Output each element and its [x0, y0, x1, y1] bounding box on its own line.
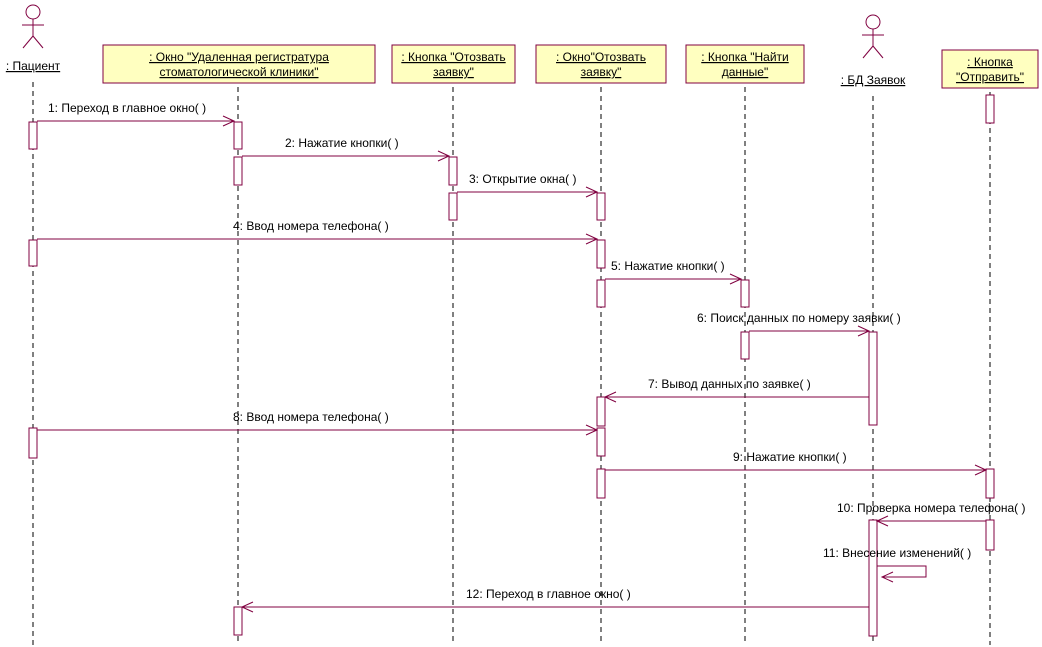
lifeline-label-btn_find: : Кнопка "Найти	[701, 50, 788, 64]
activation-bar	[596, 239, 606, 269]
activation-bar	[740, 331, 750, 360]
activation-bar	[868, 331, 878, 426]
message-arrow-11	[877, 565, 927, 578]
activation-bar	[985, 468, 995, 499]
activation-bar	[448, 192, 458, 221]
actor-label-db: : БД Заявок	[841, 73, 906, 87]
lifeline-label-btn_find: данные"	[722, 65, 769, 79]
arrowhead-icon	[585, 186, 599, 198]
activation-bar	[596, 279, 606, 308]
arrowhead-icon	[875, 515, 889, 527]
actor-leg-icon	[872, 45, 884, 59]
actor-leg-icon	[862, 45, 874, 59]
lifeline-label-btn_withdraw: : Кнопка "Отозвать	[401, 50, 505, 64]
activation-bar	[28, 427, 38, 459]
actor-leg-icon	[22, 35, 34, 49]
activation-bar	[740, 279, 750, 308]
arrowhead-icon	[585, 424, 599, 436]
lifeline-box-btn_find	[685, 44, 805, 84]
activation-bar	[28, 239, 38, 267]
arrowhead-icon	[974, 464, 988, 476]
message-label-11: 11: Внесение изменений( )	[823, 546, 971, 560]
lifeline-box-btn_send	[941, 49, 1039, 89]
arrowhead-icon	[857, 325, 871, 337]
message-label-5: 5: Нажатие кнопки( )	[611, 259, 725, 273]
lifeline-label-btn_send: "Отправить"	[956, 70, 1024, 84]
actor-leg-icon	[32, 35, 44, 49]
lifeline-label-win_withdraw: : Окно"Отозвать	[556, 50, 646, 64]
activation-bar	[28, 121, 38, 150]
actor-head-icon	[865, 14, 881, 30]
activation-bar	[985, 94, 995, 124]
lifeline-box-btn_withdraw	[391, 44, 516, 84]
message-label-6: 6: Поиск данных по номеру заявки( )	[697, 311, 901, 325]
message-label-3: 3: Открытие окна( )	[469, 172, 576, 186]
message-label-4: 4: Ввод номера телефона( )	[233, 219, 389, 233]
message-label-12: 12: Переход в главное окно( )	[466, 587, 631, 601]
activation-bar	[596, 396, 606, 427]
arrowhead-icon	[603, 391, 617, 403]
activation-bar	[448, 156, 458, 186]
message-label-9: 9: Нажатие кнопки( )	[733, 450, 847, 464]
lifeline-label-btn_send: : Кнопка	[967, 55, 1013, 69]
activation-bar	[596, 468, 606, 499]
activation-bar	[596, 427, 606, 457]
lifeline-label-win_withdraw: заявку"	[581, 65, 622, 79]
activation-bar	[868, 519, 878, 637]
lifeline-label-btn_withdraw: заявку"	[433, 65, 474, 79]
activation-bar	[233, 606, 243, 636]
arrowhead-icon	[880, 571, 894, 583]
arrowhead-icon	[240, 601, 254, 613]
activation-bar	[596, 192, 606, 221]
message-label-7: 7: Вывод данных по заявке( )	[648, 377, 811, 391]
arrowhead-icon	[222, 115, 236, 127]
lifeline-label-main_window: : Окно "Удаленная регистратура	[149, 50, 329, 64]
message-label-10: 10: Проверка номера телефона( )	[837, 501, 1026, 515]
lifeline-box-win_withdraw	[535, 44, 667, 84]
actor-head-icon	[25, 4, 41, 20]
message-label-2: 2: Нажатие кнопки( )	[285, 136, 399, 150]
activation-bar	[233, 121, 243, 150]
activation-bar	[233, 156, 243, 186]
lifeline-label-main_window: стоматологической клиники"	[159, 65, 318, 79]
lifeline-box-main_window	[102, 44, 376, 84]
activation-bar	[985, 519, 995, 551]
actor-label-patient: : Пациент	[6, 59, 61, 73]
message-label-1: 1: Переход в главное окно( )	[48, 101, 206, 115]
arrowhead-icon	[437, 150, 451, 162]
arrowhead-icon	[729, 273, 743, 285]
arrowhead-icon	[585, 233, 599, 245]
message-label-8: 8: Ввод номера телефона( )	[233, 410, 389, 424]
